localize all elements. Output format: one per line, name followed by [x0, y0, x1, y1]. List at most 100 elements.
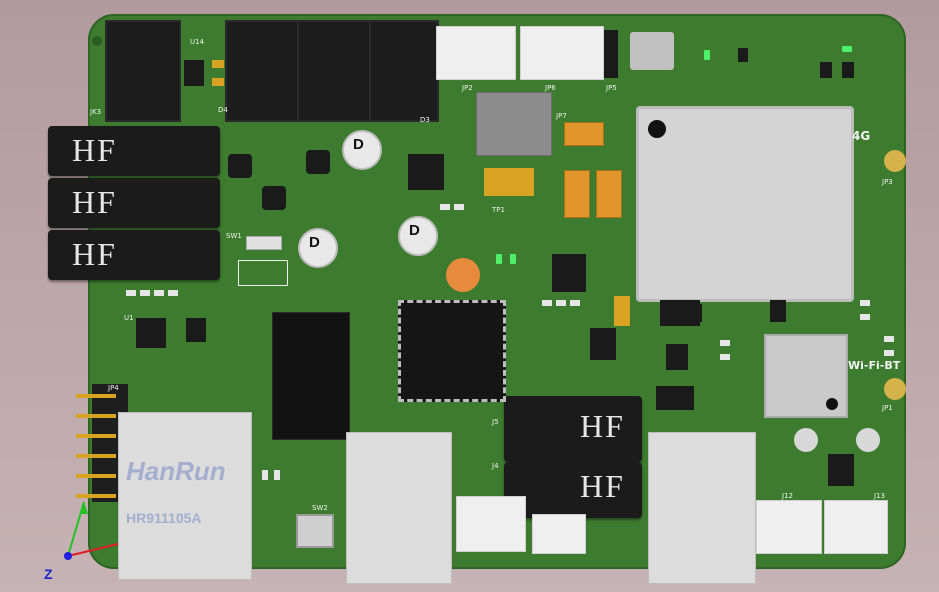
potentiometer — [856, 428, 880, 452]
pin1-marker — [826, 398, 838, 410]
relay: HF — [504, 462, 642, 518]
shield-can — [476, 92, 552, 156]
led — [842, 46, 852, 52]
header-pin — [76, 474, 116, 478]
sdram-chip — [272, 312, 350, 440]
y-axis-arrow — [80, 502, 88, 514]
ic-chip — [660, 300, 700, 326]
resistor — [542, 300, 552, 306]
resistor — [274, 470, 280, 480]
buzzer — [446, 258, 480, 292]
connector-jst — [436, 26, 516, 80]
tp1-label: TP1 — [492, 206, 505, 214]
header-pin — [76, 414, 116, 418]
resistor — [860, 300, 870, 306]
transistor — [738, 48, 748, 62]
d4-label: D4 — [218, 106, 228, 114]
resistor — [454, 204, 464, 210]
cap-mark: D — [409, 222, 420, 239]
inductor — [262, 186, 286, 210]
relay: HF — [48, 230, 220, 280]
ic-chip — [666, 344, 688, 370]
wifi-bt-label: Wi-Fi-BT — [848, 359, 901, 372]
u1-label: U1 — [124, 314, 134, 322]
pad — [212, 60, 224, 68]
jp3-label: JP3 — [882, 178, 893, 186]
led — [510, 254, 516, 264]
relay: HF — [48, 178, 220, 228]
tactile-switch[interactable] — [296, 514, 334, 548]
header-pin — [76, 434, 116, 438]
dc-jack — [369, 20, 439, 122]
dc-jack — [297, 20, 373, 122]
ic-chip — [828, 454, 854, 486]
tantalum-cap — [564, 170, 590, 218]
header-pin — [76, 454, 116, 458]
jp7-label: JP7 — [556, 112, 567, 120]
ic-chip — [552, 254, 586, 292]
inductor — [228, 154, 252, 178]
ethernet-model: HR911105A — [126, 510, 202, 526]
jumper — [614, 296, 630, 326]
j4-label: J4 — [492, 462, 499, 470]
usb-jack — [346, 432, 452, 584]
switch-legend-box — [238, 260, 288, 286]
jp6-label: JP6 — [545, 84, 556, 92]
connector-jst — [824, 500, 888, 554]
micro-usb-port — [630, 32, 674, 70]
pin1-marker — [648, 120, 666, 138]
j12-label: J12 — [782, 492, 793, 500]
potentiometer — [794, 428, 818, 452]
jp4-label: JP4 — [108, 384, 119, 392]
d3-label: D3 — [420, 116, 430, 124]
diode — [656, 386, 694, 410]
relay-label: HF — [580, 408, 625, 444]
resistor — [884, 350, 894, 356]
usb-jack — [648, 432, 756, 584]
jp5-label: JP5 — [606, 84, 617, 92]
dc-jack — [105, 20, 181, 122]
electrolytic-cap: D — [398, 216, 438, 256]
antenna-pad — [884, 150, 906, 172]
slide-switch[interactable] — [246, 236, 282, 250]
j5-label: J5 — [492, 418, 499, 426]
mcu-chip — [398, 300, 506, 402]
z-axis-origin — [64, 552, 72, 560]
electrolytic-cap: D — [342, 130, 382, 170]
tantalum-cap — [564, 122, 604, 146]
x-axis-line — [67, 543, 119, 557]
connector-jst — [756, 500, 822, 554]
relay-label: HF — [72, 236, 117, 272]
relay: HF — [504, 396, 642, 462]
resistor — [440, 204, 450, 210]
connector-jst — [532, 514, 586, 554]
led — [496, 254, 502, 264]
sw1-label: SW1 — [226, 232, 242, 240]
antenna-pad — [884, 378, 906, 400]
header-pin — [76, 494, 116, 498]
ethernet-jack — [118, 412, 252, 580]
z-axis-label: Z — [44, 566, 53, 582]
cap-mark: D — [309, 234, 320, 251]
cap-mark: D — [353, 136, 364, 153]
axis-gizmo — [64, 501, 119, 560]
tantalum-cap — [596, 170, 622, 218]
ethernet-brand: HanRun — [126, 456, 226, 486]
relay-label: HF — [580, 468, 625, 504]
pad-array — [484, 168, 534, 196]
resistor — [262, 470, 268, 480]
resistor — [140, 290, 150, 296]
resistor — [556, 300, 566, 306]
ic-chip — [184, 60, 204, 86]
resistor — [570, 300, 580, 306]
electrolytic-cap: D — [298, 228, 338, 268]
ic-chip — [186, 318, 206, 342]
connector-jst — [456, 496, 526, 552]
resistor — [168, 290, 178, 296]
lte-module — [636, 106, 854, 302]
jp2-label: JP2 — [462, 84, 473, 92]
pin-header — [604, 30, 618, 78]
transistor — [842, 62, 854, 78]
relay-label: HF — [72, 132, 117, 168]
four-g-label: 4G — [852, 129, 871, 143]
